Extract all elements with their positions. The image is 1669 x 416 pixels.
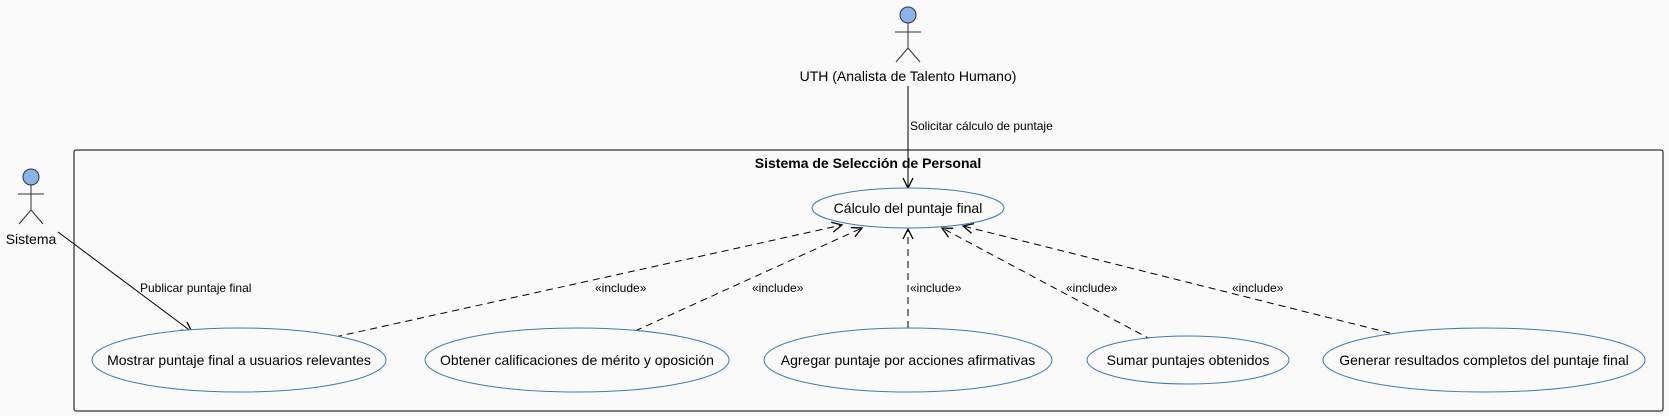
actor-sistema-name: Sistema [6, 231, 57, 247]
usecase-calculo-label: Cálculo del puntaje final [834, 200, 983, 216]
include-label-sumar: «include» [1066, 281, 1118, 295]
actor-uth-head [899, 6, 917, 24]
actor-uth[interactable]: UTH (Analista de Talento Humano) [800, 6, 1017, 84]
usecase-calculo[interactable]: Cálculo del puntaje final [811, 187, 1005, 229]
edge-publicar-label: Publicar puntaje final [140, 281, 251, 295]
include-label-obtener: «include» [752, 281, 804, 295]
include-label-generar: «include» [1232, 281, 1284, 295]
usecase-obtener-label: Obtener calificaciones de mérito y oposi… [440, 352, 714, 368]
include-edge-mostrar [334, 225, 842, 338]
usecase-sumar[interactable]: Sumar puntajes obtenidos [1086, 335, 1290, 385]
usecase-agregar-label: Agregar puntaje por acciones afirmativas [781, 352, 1035, 368]
include-label-agregar: «include» [910, 281, 962, 295]
include-edge-generar [963, 226, 1391, 334]
edge-publicar [57, 231, 192, 332]
include-label-mostrar: «include» [595, 281, 647, 295]
usecase-mostrar[interactable]: Mostrar puntaje final a usuarios relevan… [91, 327, 387, 393]
usecase-mostrar-label: Mostrar puntaje final a usuarios relevan… [107, 352, 371, 368]
actor-sistema-head [22, 168, 40, 186]
include-edge-obtener [634, 228, 862, 332]
usecase-generar-label: Generar resultados completos del puntaje… [1339, 352, 1629, 368]
system-title: Sistema de Selección de Personal [755, 155, 981, 171]
usecase-generar[interactable]: Generar resultados completos del puntaje… [1322, 327, 1646, 393]
actor-sistema[interactable]: Sistema [6, 168, 57, 247]
include-edge-sumar [942, 228, 1153, 341]
usecase-agregar[interactable]: Agregar puntaje por acciones afirmativas [763, 327, 1053, 393]
usecase-obtener[interactable]: Obtener calificaciones de mérito y oposi… [424, 327, 730, 393]
actor-uth-name: UTH (Analista de Talento Humano) [800, 68, 1017, 84]
edge-solicitar-label: Solicitar cálculo de puntaje [910, 119, 1053, 133]
system-boundary [73, 149, 1664, 412]
usecase-sumar-label: Sumar puntajes obtenidos [1107, 352, 1270, 368]
